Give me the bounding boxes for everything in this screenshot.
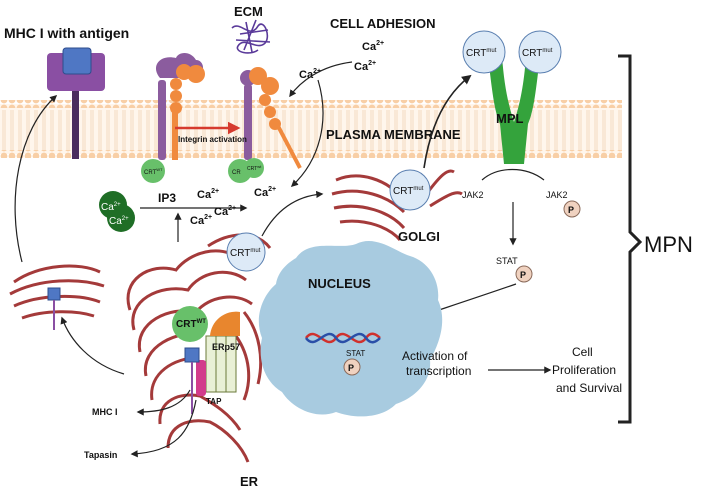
outcome-label-2: Proliferation [552, 363, 616, 377]
mhc-vesicle-icon [47, 287, 61, 301]
crt-wt-left: CRTWT [141, 159, 165, 183]
mpl-label: MPL [496, 111, 524, 126]
tapasin-label: Tapasin [84, 450, 117, 460]
phospho-jak2: P [563, 200, 581, 218]
ca-influx-arrow [290, 79, 324, 187]
crt-mut-er: CRTmut [226, 232, 266, 272]
integrin-activation-label: Integrin activation [178, 135, 247, 144]
svg-text:P: P [520, 270, 526, 280]
ecm-label: ECM [234, 4, 263, 19]
nucleus-label: NUCLEUS [308, 276, 371, 291]
ca-ion: Ca2+ [362, 40, 384, 53]
golgi-to-mpl-arrow [423, 74, 472, 169]
mpn-bracket [618, 54, 643, 424]
svg-text:CRTmut: CRTmut [230, 248, 261, 259]
er-to-vesicle-arrow [60, 316, 125, 375]
mhc-antigen-complex [47, 47, 105, 159]
integrin-active [240, 67, 302, 169]
activation-label-1: Activation of [402, 349, 468, 363]
mhc1-label: MHC I [92, 407, 118, 417]
tap-label: TAP [206, 397, 222, 406]
er-label: ER [240, 474, 259, 489]
ca-ion: Ca2+ [254, 186, 276, 199]
phospho-stat-nuclear: P [343, 358, 361, 376]
ecm-fibers-icon [231, 19, 271, 54]
svg-text:P: P [348, 363, 354, 373]
ca-store: Ca2+ Ca2+ [99, 191, 135, 232]
nucleus [258, 241, 443, 417]
ca-ion: Ca2+ [190, 214, 212, 227]
svg-text:CRTWT: CRTWT [144, 167, 163, 176]
mhc-transport-arrow [14, 95, 58, 263]
golgi-organelle [331, 169, 463, 242]
ip3-label: IP3 [158, 191, 176, 205]
outcome-label-1: Cell [572, 345, 593, 359]
svg-text:Ca2+: Ca2+ [109, 216, 129, 227]
svg-text:CRTmut: CRTmut [466, 48, 497, 59]
er-to-golgi-arrow [261, 190, 324, 237]
mpl-receptor [488, 56, 540, 164]
mpn-label: MPN [644, 232, 693, 257]
svg-text:P: P [568, 205, 574, 215]
svg-text:CR: CR [232, 170, 241, 176]
ca-ion: Ca2+ [354, 60, 376, 73]
er-organelle [126, 233, 272, 463]
outcome-label-3: and Survival [556, 381, 622, 395]
ca-influx-arrow [289, 61, 353, 98]
stat-nuclear-label: STAT [346, 349, 365, 358]
stat-label: STAT [496, 256, 518, 266]
mhc1-arrow [136, 389, 191, 416]
dna-helix-icon [304, 332, 381, 344]
peptide-loading-complex [172, 306, 240, 414]
svg-text:Ca2+: Ca2+ [101, 202, 121, 213]
plasma-membrane-label: PLASMA MEMBRANE [326, 127, 461, 142]
erp57-label: ERp57 [212, 342, 240, 352]
integrin-inactive [155, 53, 205, 160]
ca-ion: Ca2+ [197, 188, 219, 201]
tapasin-arrow [130, 399, 197, 458]
crt-mut-mpl: CRTmut CRTmut [462, 30, 562, 74]
jak2-label: JAK2 [546, 190, 568, 200]
svg-text:CRTwt: CRTwt [247, 164, 262, 172]
jak2-link [481, 169, 545, 181]
crt-wt-right: CR CRTwt [228, 158, 264, 183]
mhc-antigen-label: MHC I with antigen [4, 25, 129, 41]
svg-text:CRTmut: CRTmut [522, 48, 553, 59]
activation-label-2: transcription [406, 364, 471, 378]
ca-ion: Ca2+ [214, 205, 236, 218]
jak2-label: JAK2 [462, 190, 484, 200]
ca-ion: Ca2+ [299, 68, 321, 81]
golgi-label: GOLGI [398, 229, 440, 244]
phospho-stat: P [515, 265, 533, 283]
cell-adhesion-label: CELL ADHESION [330, 16, 435, 31]
crt-wt-er: CRTWT [176, 319, 206, 330]
crt-mut-golgi: CRTmut [389, 169, 431, 211]
svg-text:CRTmut: CRTmut [393, 186, 424, 197]
